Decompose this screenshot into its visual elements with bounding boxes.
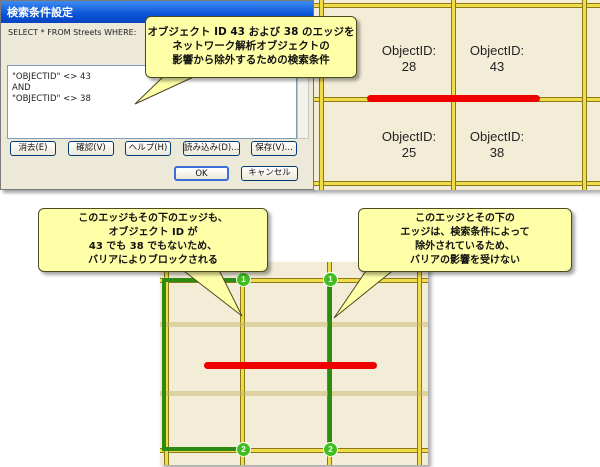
stop-badge: 2: [323, 442, 338, 457]
callout-right: このエッジとその下の エッジは、検索条件によって 除外されているため、 バリアの…: [358, 208, 572, 272]
query-line: "OBJECTID" <> 38: [12, 94, 91, 104]
stop-badge: 1: [323, 272, 338, 287]
route-edge: [162, 278, 166, 450]
callout-top: オブジェクト ID 43 および 38 のエッジを ネットワーク解析オブジェクト…: [145, 16, 357, 78]
barrier-line: [204, 362, 377, 369]
sql-prefix: SELECT * FROM Streets WHERE:: [8, 28, 137, 37]
query-line: AND: [12, 83, 31, 93]
load-button[interactable]: 読み込み(D)...: [183, 141, 240, 156]
network-map-top: ObjectID: 28 ObjectID: 43 ObjectID: 25 O…: [314, 0, 600, 190]
street-edge: [160, 448, 428, 453]
clear-button[interactable]: 消去(E): [10, 141, 56, 156]
street-edge: [417, 262, 422, 465]
barrier-line: [367, 95, 540, 102]
network-map-bottom: 1 1 2 2: [160, 262, 428, 465]
callout-right-pointer: [333, 267, 398, 319]
dialog-title: 検索条件設定: [7, 6, 73, 19]
cancel-button[interactable]: キャンセル: [241, 166, 298, 181]
callout-top-text: オブジェクト ID 43 および 38 のエッジを ネットワーク解析オブジェクト…: [147, 26, 355, 66]
street-edge: [314, 181, 600, 186]
verify-button[interactable]: 確認(V): [68, 141, 114, 156]
stop-badge: 1: [236, 272, 251, 287]
street-edge-minor: [160, 391, 428, 396]
callout-top-pointer: [134, 73, 201, 105]
query-line: "OBJECTID" <> 43: [12, 72, 91, 82]
street-edge-minor: [160, 322, 428, 327]
objectid-label-28: ObjectID: 28: [381, 43, 437, 74]
street-edge: [319, 0, 324, 190]
street-edge: [160, 278, 428, 283]
save-button[interactable]: 保存(V)...: [251, 141, 297, 156]
objectid-label-43: ObjectID: 43: [469, 43, 525, 74]
route-edge: [162, 447, 246, 451]
callout-left-text: このエッジもその下のエッジも、 オブジェクト ID が 43 でも 38 でもな…: [78, 213, 228, 266]
stop-badge: 2: [236, 442, 251, 457]
callout-left: このエッジもその下のエッジも、 オブジェクト ID が 43 でも 38 でもな…: [38, 208, 268, 272]
objectid-label-25: ObjectID: 25: [381, 129, 437, 160]
callout-left-pointer: [178, 267, 243, 317]
street-edge: [582, 0, 587, 190]
objectid-label-38: ObjectID: 38: [469, 129, 525, 160]
help-button[interactable]: ヘルプ(H): [125, 141, 171, 156]
street-edge: [314, 3, 600, 8]
ok-button[interactable]: OK: [174, 166, 229, 181]
callout-right-text: このエッジとその下の エッジは、検索条件によって 除外されているため、 バリアの…: [400, 213, 530, 266]
